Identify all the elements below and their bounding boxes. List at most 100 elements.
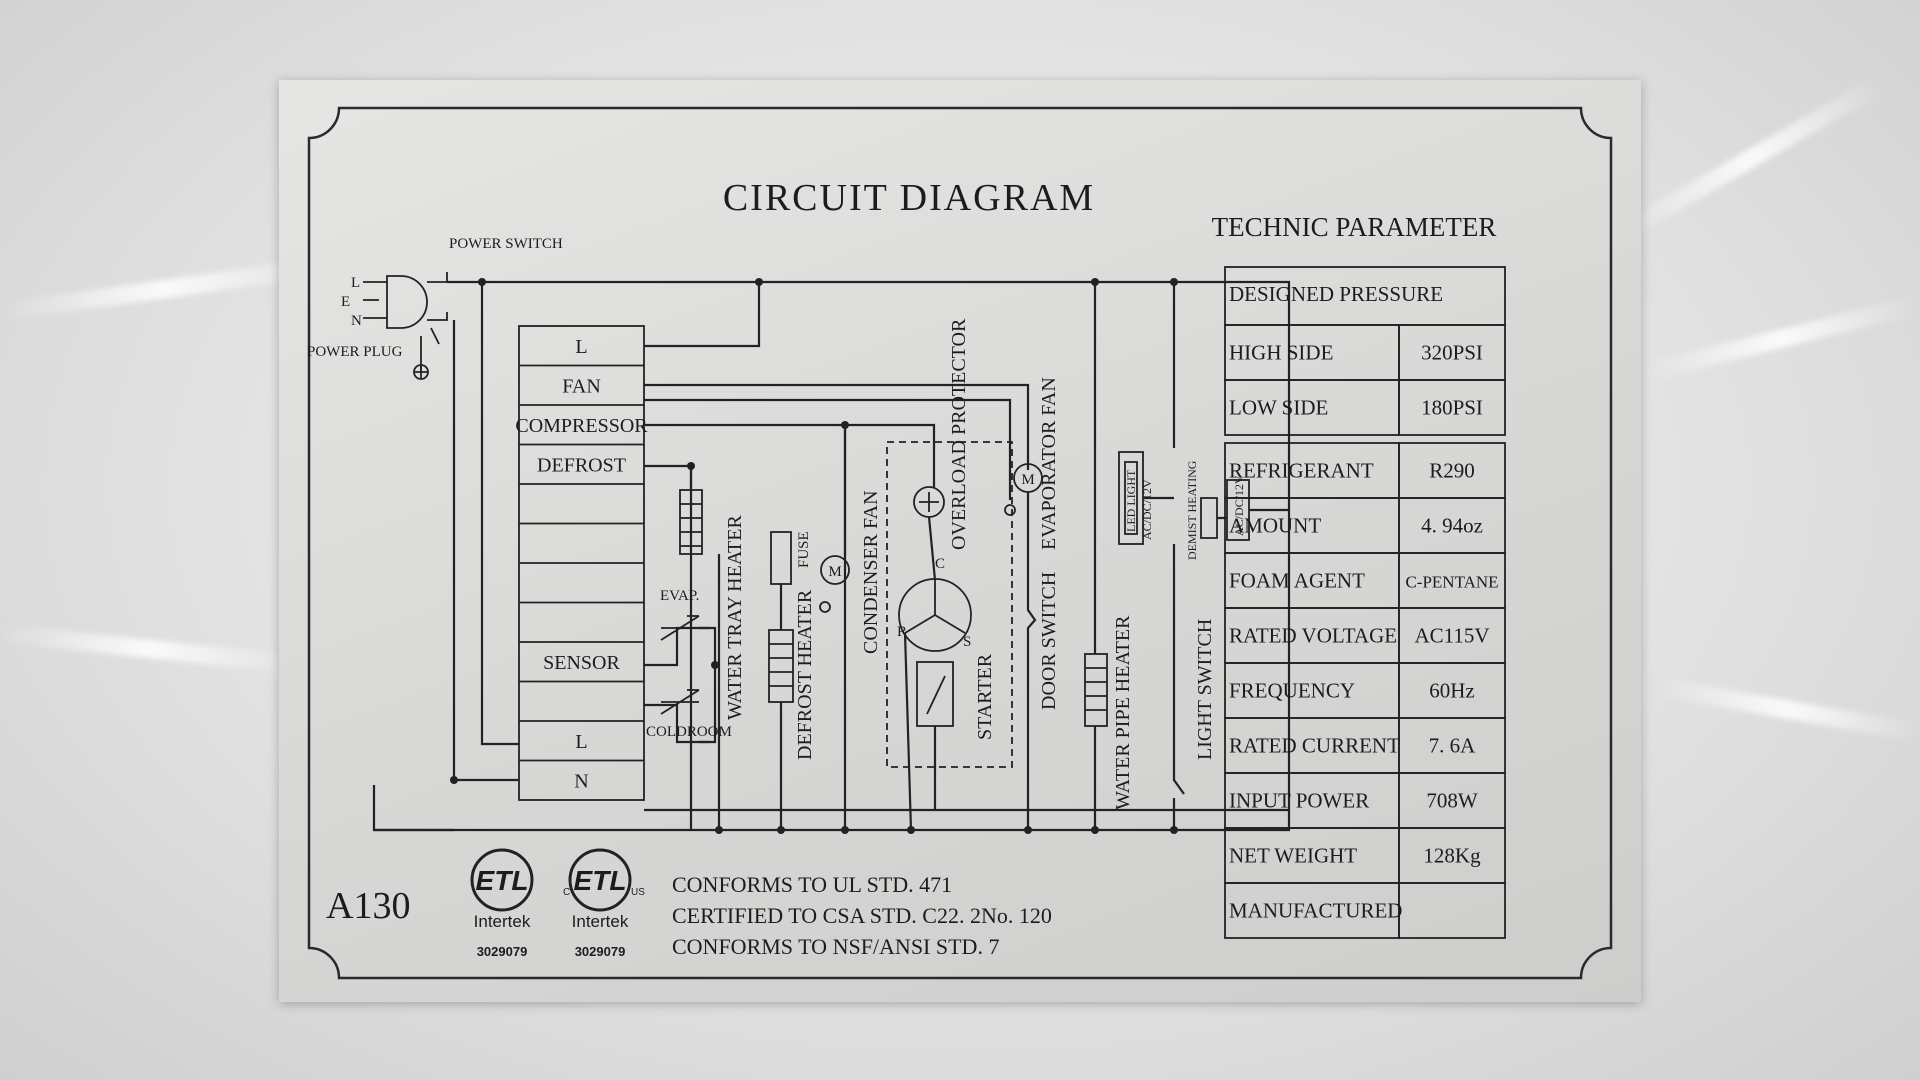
parameter-value: C-PENTANE xyxy=(1405,573,1498,592)
condenser-fan: M CONDENSER FAN xyxy=(819,425,882,654)
parameter-value: AC115V xyxy=(1414,624,1489,648)
led-light-label: LED LIGHT xyxy=(1124,469,1138,532)
parameter-value: 708W xyxy=(1426,789,1478,813)
parameter-value: 7. 6A xyxy=(1429,734,1477,758)
water-pipe-heater: WATER PIPE HEATER xyxy=(1084,282,1134,830)
terminal-label: N xyxy=(574,770,588,792)
evaporator-fan: M EVAPORATOR FAN DOOR SWITCH xyxy=(1004,377,1060,830)
parameter-label: RATED VOLTAGE xyxy=(1229,624,1397,648)
condenser-fan-motor-icon xyxy=(820,555,850,585)
evap-thermistor-icon xyxy=(660,615,700,641)
main-bus-top xyxy=(372,280,1291,832)
parameter-label: MANUFACTURED xyxy=(1229,899,1402,923)
terminal-l-wire xyxy=(644,282,761,348)
demist-heating-resistor-icon xyxy=(1200,497,1218,539)
water-tray-heater-label: WATER TRAY HEATER xyxy=(724,515,746,720)
light-switch: LIGHT SWITCH xyxy=(1172,619,1216,830)
terminal-label: DEFROST xyxy=(537,454,626,476)
power-plug-label: POWER PLUG xyxy=(307,344,403,360)
parameter-label: RATED CURRENT xyxy=(1229,734,1400,758)
starter-icon xyxy=(916,661,954,727)
light-switch-icon xyxy=(1172,760,1185,830)
technic-parameter-title: TECHNIC PARAMETER xyxy=(1212,212,1497,242)
parameter-value-cell xyxy=(1398,379,1506,436)
compressor-assembly: OVERLOAD PROTECTOR C R S STARTER xyxy=(886,318,1013,831)
plug-pin-l: L xyxy=(351,275,360,291)
terminal-label: COMPRESSOR xyxy=(515,415,648,437)
etl-logo-1-brand: Intertek xyxy=(474,912,531,931)
parameter-label: AMOUNT xyxy=(1229,514,1321,538)
model-number: A130 xyxy=(326,885,410,927)
demist-heating-label: DEMIST HEATING xyxy=(1185,460,1199,560)
diagram-title: CIRCUIT DIAGRAM xyxy=(723,177,1095,219)
water-pipe-heater-resistor-icon xyxy=(1084,653,1108,727)
parameter-value: 180PSI xyxy=(1421,396,1483,420)
etl-logo-2-brand: Intertek xyxy=(572,912,629,931)
neutral-feed-wire xyxy=(452,320,519,782)
parameter-row: MANUFACTURED xyxy=(1224,882,1506,939)
plate-frame xyxy=(307,106,1613,980)
background-light-streak xyxy=(1641,296,1919,382)
plug-pin-e: E xyxy=(341,294,350,310)
plug-pin-n: N xyxy=(351,313,362,329)
etl-logo-2: ETL C US Intertek 3029079 xyxy=(563,848,645,959)
parameter-row: HIGH SIDE 320PSI xyxy=(1224,324,1506,381)
line-feed-wire xyxy=(480,282,519,746)
circuit-diagram: CIRCUIT DIAGRAM POWER SWITCH POWER PLUG … xyxy=(307,106,1613,980)
demist-heating: DEMIST HEATING AC/DC/12V xyxy=(1185,460,1289,560)
technic-parameter-table: TECHNIC PARAMETER DESIGNED PRESSURE HIGH… xyxy=(1212,212,1506,939)
coldroom-sensor-label: COLDROOM xyxy=(646,724,732,740)
svg-text:ETL: ETL xyxy=(476,865,529,896)
defrost-heater-resistor-icon xyxy=(768,629,794,703)
compressor-terminal-c: C xyxy=(935,556,945,572)
water-pipe-heater-label: WATER PIPE HEATER xyxy=(1112,615,1134,810)
designed-pressure-label: DESIGNED PRESSURE xyxy=(1229,282,1443,306)
parameter-value: 128Kg xyxy=(1423,844,1481,868)
conformity-line-1: CONFORMS TO UL STD. 471 xyxy=(672,872,952,897)
door-switch-icon xyxy=(1026,492,1037,830)
evaporator-fan-label: EVAPORATOR FAN xyxy=(1038,377,1060,550)
fan-wire xyxy=(644,383,1030,470)
parameter-row: RATED VOLTAGE AC115V xyxy=(1224,607,1506,664)
compressor-terminal-s: S xyxy=(963,634,971,650)
parameter-row: RATED CURRENT 7. 6A xyxy=(1224,717,1506,774)
svg-text:M: M xyxy=(1021,472,1034,488)
plug-body-icon xyxy=(386,275,428,329)
condenser-fan-label: CONDENSER FAN xyxy=(860,490,882,654)
etl-logo-1-number: 3029079 xyxy=(477,944,528,959)
led-light: LED LIGHT AC/DC/12V xyxy=(1118,282,1176,760)
compressor-box xyxy=(886,441,1013,768)
defrost-heater: FUSE DEFROST HEATER xyxy=(768,531,816,830)
svg-text:C: C xyxy=(563,887,570,898)
etl-mark-icon xyxy=(568,848,632,912)
terminal-label: L xyxy=(575,731,587,753)
parameter-label: REFRIGERANT xyxy=(1229,459,1374,483)
svg-text:ETL: ETL xyxy=(574,865,627,896)
led-light-rating: AC/DC/12V xyxy=(1140,479,1154,540)
fuse-icon xyxy=(770,531,792,585)
defrost-heater-label: DEFROST HEATER xyxy=(794,589,816,760)
overload-protector-label: OVERLOAD PROTECTOR xyxy=(948,318,970,550)
conformity-line-2: CERTIFIED TO CSA STD. C22. 2No. 120 xyxy=(672,903,1052,928)
demist-heating-rating: AC/DC/12V xyxy=(1232,475,1246,536)
parameter-value: 320PSI xyxy=(1421,341,1483,365)
door-switch-label: DOOR SWITCH xyxy=(1038,572,1060,710)
background-light-streak xyxy=(1615,76,1885,242)
starter-label: STARTER xyxy=(974,653,996,740)
power-plug: POWER SWITCH POWER PLUG L E N xyxy=(307,236,563,380)
label-plate: CIRCUIT DIAGRAM POWER SWITCH POWER PLUG … xyxy=(279,80,1641,1002)
parameter-label: HIGH SIDE xyxy=(1229,341,1333,365)
parameter-label: NET WEIGHT xyxy=(1229,844,1357,868)
terminal-label: SENSOR xyxy=(543,652,620,674)
etl-mark-icon xyxy=(470,848,534,912)
plug-pins xyxy=(363,281,387,319)
ground-icon xyxy=(413,364,429,380)
coldroom-thermistor-icon xyxy=(660,689,700,715)
